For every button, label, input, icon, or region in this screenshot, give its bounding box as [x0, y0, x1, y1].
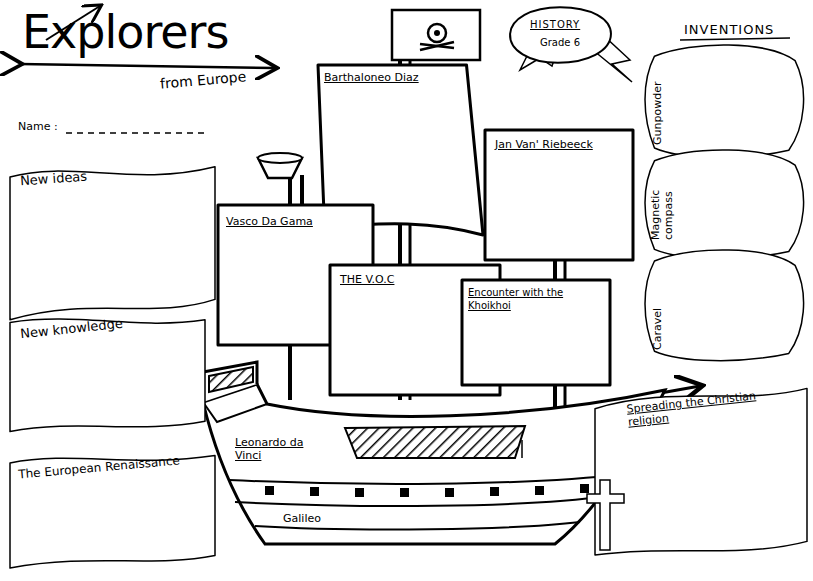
shape-box: Encounter with the Khoikhoi: [462, 280, 610, 385]
skull-symbol: [428, 24, 446, 42]
node-text: Grade 6: [540, 36, 580, 49]
subtitle-text: from Europe: [159, 68, 246, 91]
crossbones: [420, 42, 454, 50]
heading-underline: [680, 38, 790, 40]
shape-box: Spreading the Christian religion: [595, 385, 807, 555]
name-line: [66, 132, 205, 134]
node-outline: [645, 250, 803, 360]
node-text: Barthaloneo Diaz: [324, 71, 474, 84]
node-text: Vasco Da Gama: [226, 215, 366, 228]
node-text: Gunpowder: [651, 53, 664, 145]
shape-box: New ideas: [10, 160, 215, 330]
crows-nest: [258, 153, 302, 163]
node-text: HISTORY: [530, 18, 580, 31]
title-text: Explorers: [22, 6, 229, 58]
skull-symbol: [434, 30, 440, 36]
shape-box: Magnetic compass: [645, 150, 803, 258]
name-field-label: Name :: [18, 120, 58, 133]
node-text: Magnetic compass: [649, 162, 675, 240]
shape-box: The European Renaissance: [10, 448, 215, 573]
node-text: Leonardo da Vinci: [235, 436, 315, 462]
node-outline: [508, 6, 612, 64]
shape-box: Gunpowder: [645, 45, 803, 157]
shape-box: Jan Van' Riebeeck: [485, 130, 633, 260]
section-heading: INVENTIONS: [684, 22, 774, 37]
node-outline: [645, 45, 803, 157]
node-text: Galileo: [283, 512, 321, 525]
shape-box: New knowledge: [10, 312, 205, 442]
mast: [300, 175, 304, 205]
node-text: Caravel: [651, 260, 664, 350]
title-arrow: [20, 64, 275, 68]
hull-mark: [521, 440, 523, 458]
shape-box: Caravel: [645, 250, 803, 360]
node-text: Encounter with the Khoikhoi: [468, 286, 600, 312]
shape-box: HISTORY Grade 6: [508, 6, 612, 64]
node-text: Jan Van' Riebeeck: [495, 138, 630, 151]
cross-symbol: [587, 480, 624, 550]
pirate-flag: [392, 10, 480, 60]
